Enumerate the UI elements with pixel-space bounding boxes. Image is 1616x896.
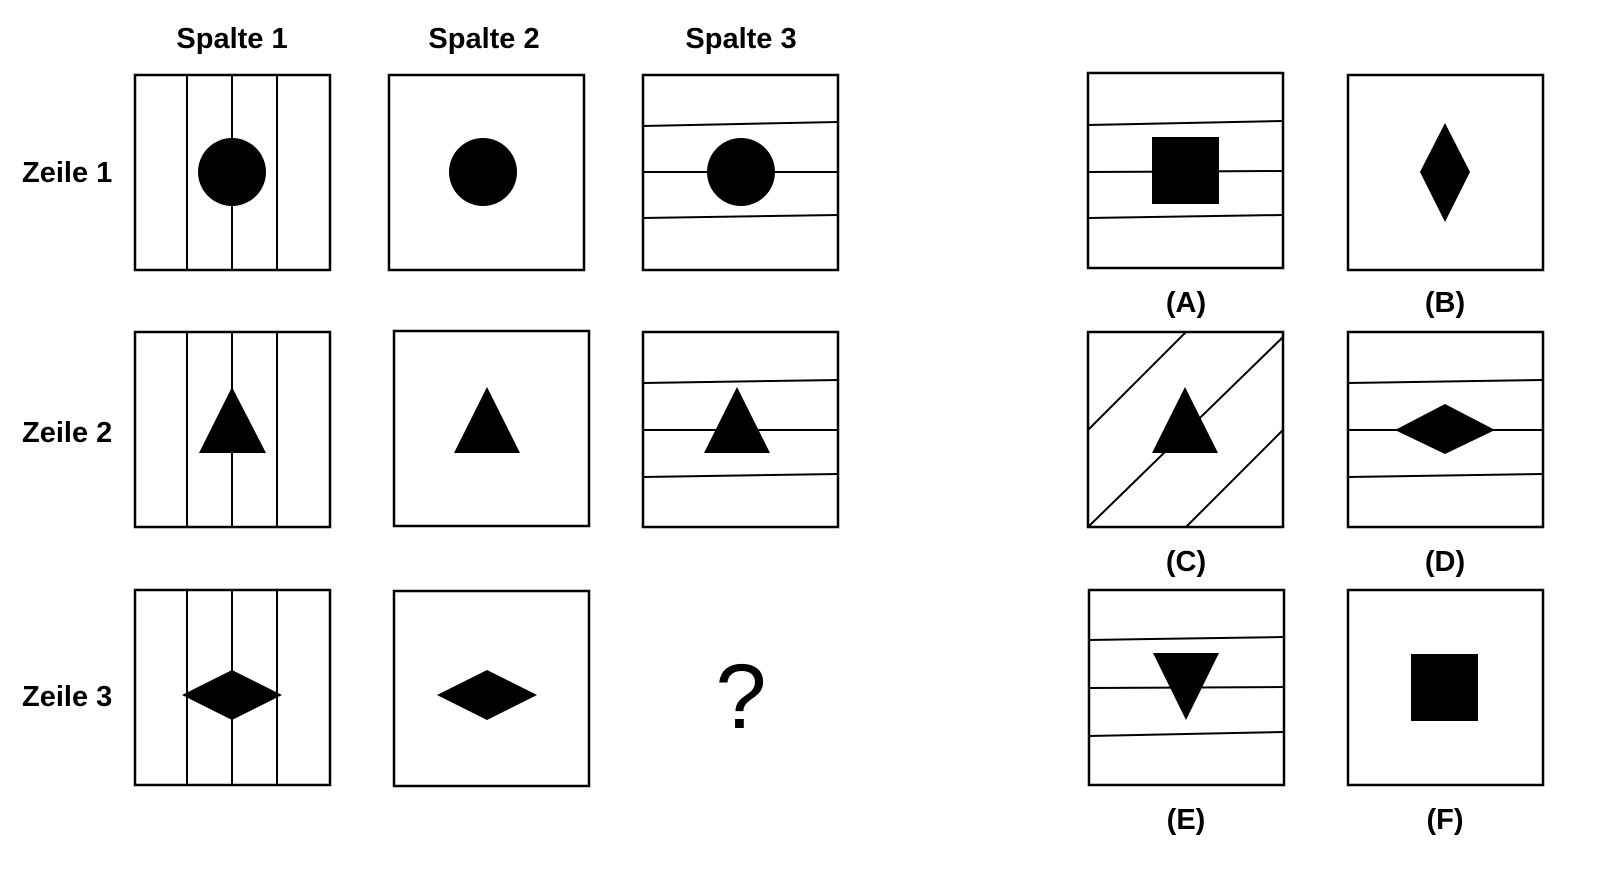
square-shape	[1152, 137, 1219, 204]
cell-r2-c2	[392, 329, 591, 528]
cell-r1-c3	[641, 73, 840, 272]
column-header-3: Spalte 3	[685, 23, 796, 55]
option-d-label: (D)	[1425, 546, 1465, 578]
option-e[interactable]	[1087, 588, 1286, 787]
diamond-shape	[1420, 123, 1470, 222]
triangle-shape	[704, 387, 770, 453]
diamond-shape	[437, 670, 537, 720]
option-a-label: (A)	[1166, 287, 1206, 319]
circle-shape	[198, 138, 266, 206]
diamond-shape	[182, 670, 282, 720]
cell-r1-c2	[387, 73, 586, 272]
cell-r3-c2	[392, 589, 591, 788]
inverted-triangle-shape	[1153, 653, 1219, 720]
missing-cell-question-mark: ?	[715, 646, 766, 748]
option-d[interactable]	[1346, 330, 1545, 529]
option-b[interactable]	[1346, 73, 1545, 272]
circle-shape	[449, 138, 517, 206]
cell-r2-c1	[133, 330, 332, 529]
column-header-2: Spalte 2	[428, 23, 539, 55]
row-header-1: Zeile 1	[22, 157, 112, 189]
cell-r3-c1	[133, 588, 332, 787]
option-a[interactable]	[1086, 71, 1285, 270]
option-f[interactable]	[1346, 588, 1545, 787]
option-e-label: (E)	[1167, 804, 1206, 836]
option-f-label: (F)	[1426, 804, 1463, 836]
diamond-shape	[1395, 404, 1495, 454]
option-c[interactable]	[1086, 330, 1285, 529]
cell-r1-c1	[133, 73, 332, 272]
option-b-label: (B)	[1425, 287, 1465, 319]
triangle-shape	[1152, 387, 1218, 453]
row-header-2: Zeile 2	[22, 417, 112, 449]
triangle-shape	[454, 387, 520, 453]
option-c-label: (C)	[1166, 546, 1206, 578]
cell-r2-c3	[641, 330, 840, 529]
row-header-3: Zeile 3	[22, 681, 112, 713]
circle-shape	[707, 138, 775, 206]
square-shape	[1411, 654, 1478, 721]
triangle-shape	[199, 387, 266, 453]
column-header-1: Spalte 1	[176, 23, 287, 55]
